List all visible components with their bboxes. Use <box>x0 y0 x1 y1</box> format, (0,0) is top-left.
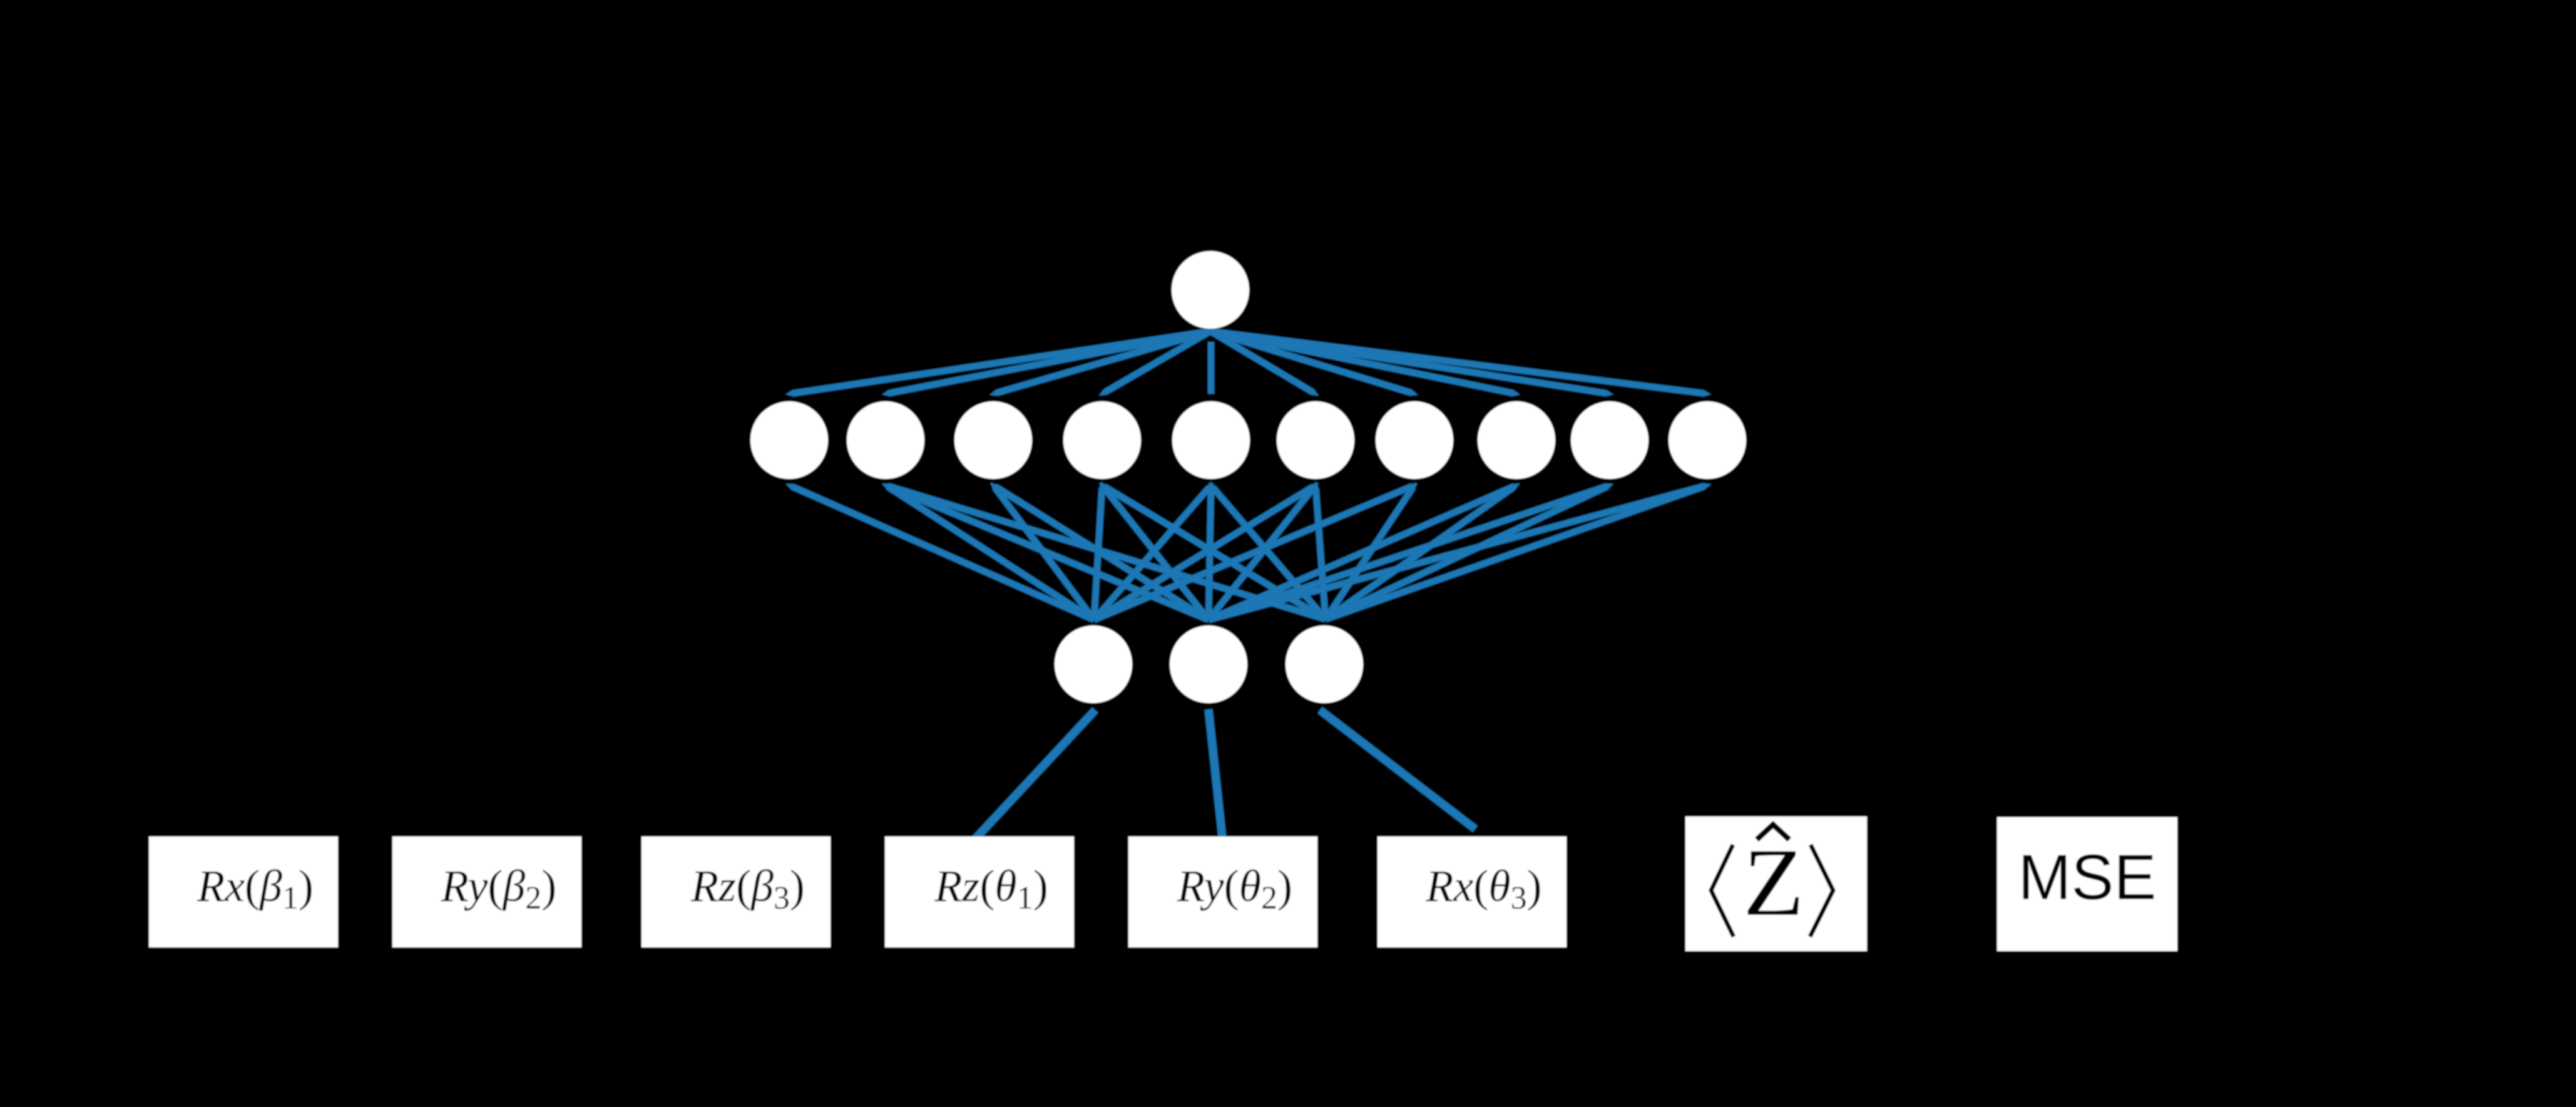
svg-text:Rx(θ3): Rx(θ3) <box>1425 861 1541 916</box>
svg-text:Rx(β1): Rx(β1) <box>197 861 314 916</box>
svg-text:MSE: MSE <box>2018 842 2156 913</box>
svg-text:Z: Z <box>1743 828 1804 936</box>
svg-text:Rz(θ1): Rz(θ1) <box>934 861 1048 916</box>
svg-text:Ry(β2): Ry(β2) <box>441 861 556 916</box>
svg-text:Rz(β3): Rz(β3) <box>690 861 805 916</box>
svg-text:Ry(θ2): Ry(θ2) <box>1177 861 1292 916</box>
